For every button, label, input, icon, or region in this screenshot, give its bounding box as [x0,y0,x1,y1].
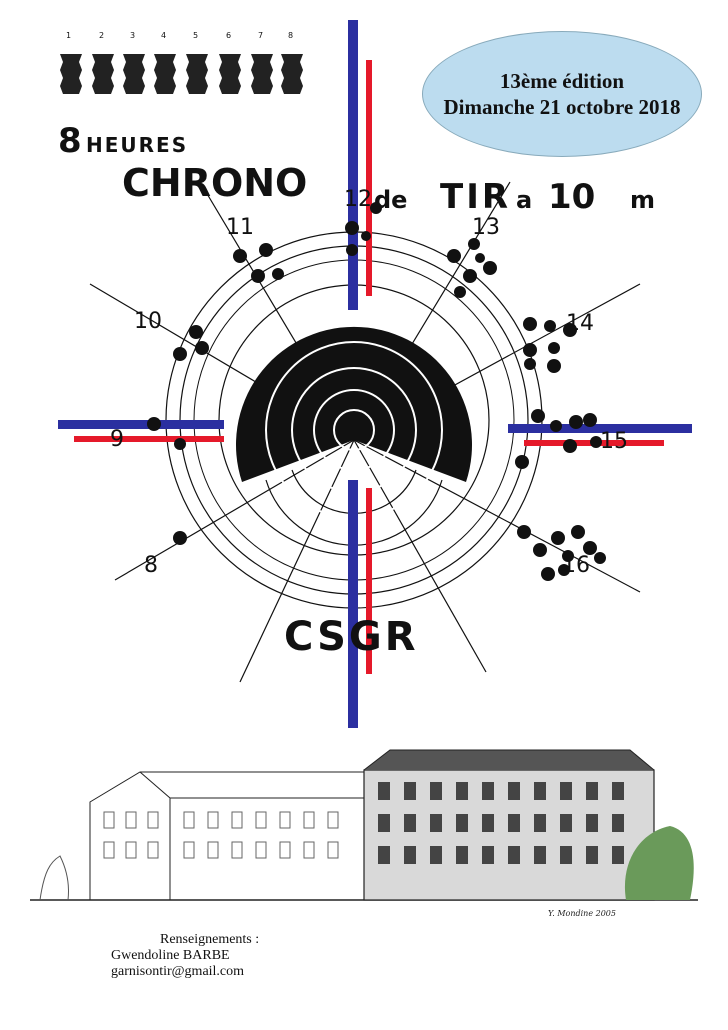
spool-icon [219,54,241,94]
club-name: CSGR [284,614,419,660]
spool-icon [281,54,303,94]
spool-icon [123,54,145,94]
counter-label: 7 [258,31,263,40]
bullet-holes [147,202,606,581]
spool-icon [154,54,176,94]
title-tir: TIR [440,177,511,217]
counter-label: 6 [226,31,231,40]
contact-name: Gwendoline BARBE [111,948,230,963]
title-a: a [516,186,532,214]
spool-icon [186,54,208,94]
event-date: Dimanche 21 octobre 2018 [443,95,681,119]
edition-label: 13ème édition [499,69,625,93]
svg-text:11: 11 [226,215,254,240]
counter-label: 5 [193,31,198,40]
title-m: m [630,186,655,214]
spool-icon [251,54,273,94]
title-number: 8 [58,121,82,161]
building-sketch [30,749,698,901]
poster-illustration: 1 2 3 4 5 6 7 8 8 HEURES CHRONO de TIR a… [30,12,698,932]
spool-icon [60,54,82,94]
title-chrono: CHRONO [122,161,307,205]
title-10: 10 [548,177,595,217]
svg-text:9: 9 [110,427,124,452]
svg-text:15: 15 [600,429,628,454]
svg-text:13: 13 [472,215,500,240]
svg-text:8: 8 [144,553,158,578]
target-artwork: 1 2 3 4 5 6 7 8 8 HEURES CHRONO de TIR a… [30,20,698,918]
svg-text:10: 10 [134,309,162,334]
counter-label: 4 [161,31,166,40]
info-label: Renseignements : [160,932,260,947]
contact-email[interactable]: garnisontir@gmail.com [111,964,245,979]
svg-text:12: 12 [344,187,372,212]
counter-icons: 1 2 3 4 5 6 7 8 [60,31,303,94]
edition-badge: 13ème édition Dimanche 21 octobre 2018 [422,31,702,157]
spool-icon [92,54,114,94]
counter-label: 8 [288,31,293,40]
title-word: HEURES [86,133,188,157]
counter-label: 1 [66,31,71,40]
counter-label: 2 [99,31,104,40]
counter-label: 3 [130,31,135,40]
signature: Y. Mondine 2005 [548,909,616,918]
